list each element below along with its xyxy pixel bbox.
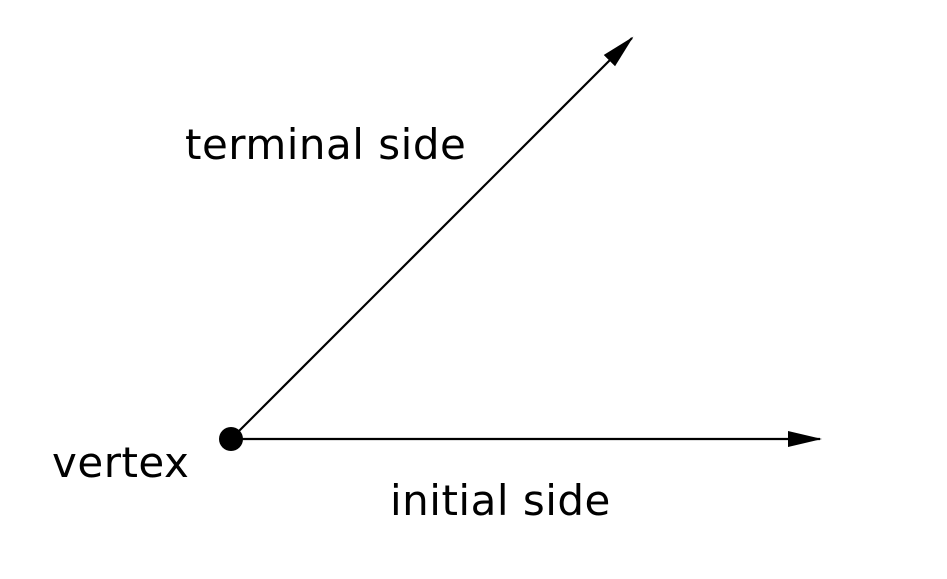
vertex-label: vertex [52,438,190,487]
terminal-side-ray [230,36,634,440]
initial-side-label: initial side [390,476,611,525]
terminal-side-label: terminal side [185,120,467,169]
vertex-point [219,427,243,451]
